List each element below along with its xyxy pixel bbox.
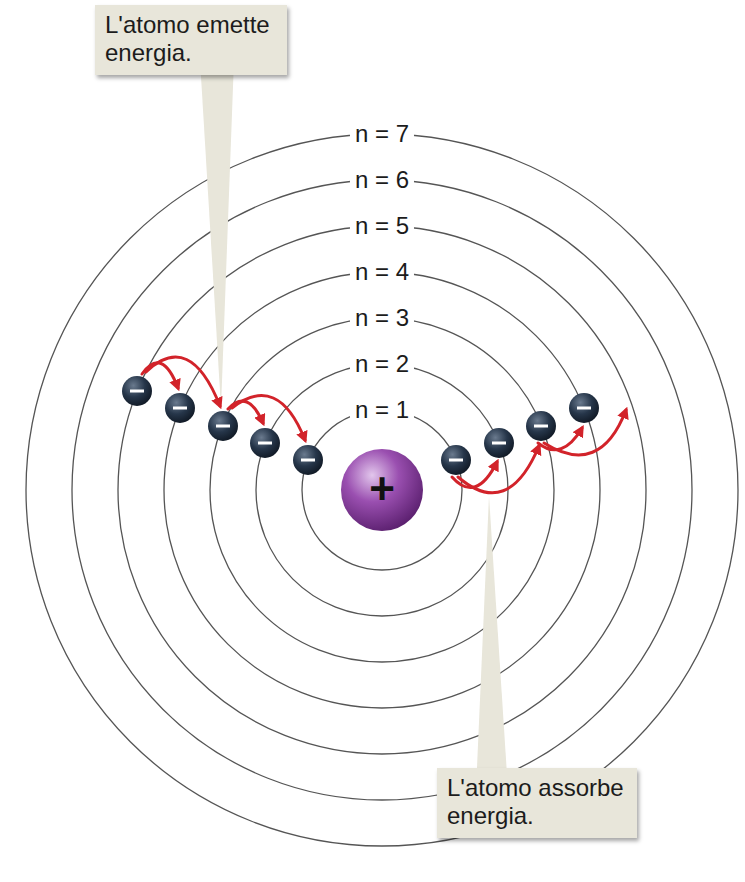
emission-arrow (146, 357, 220, 406)
electron (165, 393, 195, 423)
electron (250, 428, 280, 458)
absorption-arrow (538, 428, 582, 450)
orbit-label: n = 5 (350, 213, 414, 239)
orbit-label: n = 2 (350, 351, 414, 377)
emission-arrow (142, 363, 178, 388)
orbit (26, 134, 738, 846)
orbits (26, 134, 738, 846)
callout-box: L'atomo emette energia. (95, 5, 287, 75)
callout-text: L'atomo emette energia. (105, 11, 277, 67)
callout-tail (200, 60, 234, 408)
orbit-label: n = 4 (350, 259, 414, 285)
electron (441, 445, 471, 475)
charge-sign: + (369, 467, 395, 511)
callout-text: L'atomo assorbe energia. (447, 774, 627, 830)
nucleus: + (340, 448, 424, 532)
orbit (164, 272, 600, 708)
electron (208, 411, 238, 441)
callout-box: L'atomo assorbe energia. (437, 768, 637, 838)
electron (569, 393, 599, 423)
orbit (302, 410, 462, 570)
orbit-label: n = 1 (350, 397, 414, 423)
orbit-label: n = 6 (350, 167, 414, 193)
electron (122, 376, 152, 406)
electron (484, 428, 514, 458)
absorption-arrow (544, 410, 626, 455)
emission-arrow (228, 401, 263, 423)
orbit (256, 364, 508, 616)
callout-tails (200, 60, 508, 790)
orbit (210, 318, 554, 662)
orbit (118, 226, 646, 754)
electron (526, 411, 556, 441)
orbit (72, 180, 692, 800)
absorption-arrow (452, 462, 497, 488)
orbit-label: n = 7 (350, 121, 414, 147)
orbit-label: n = 3 (350, 305, 414, 331)
callout-tail (476, 496, 508, 790)
absorption-arrow (458, 446, 539, 493)
emission-arrow (232, 396, 305, 440)
electron (293, 445, 323, 475)
